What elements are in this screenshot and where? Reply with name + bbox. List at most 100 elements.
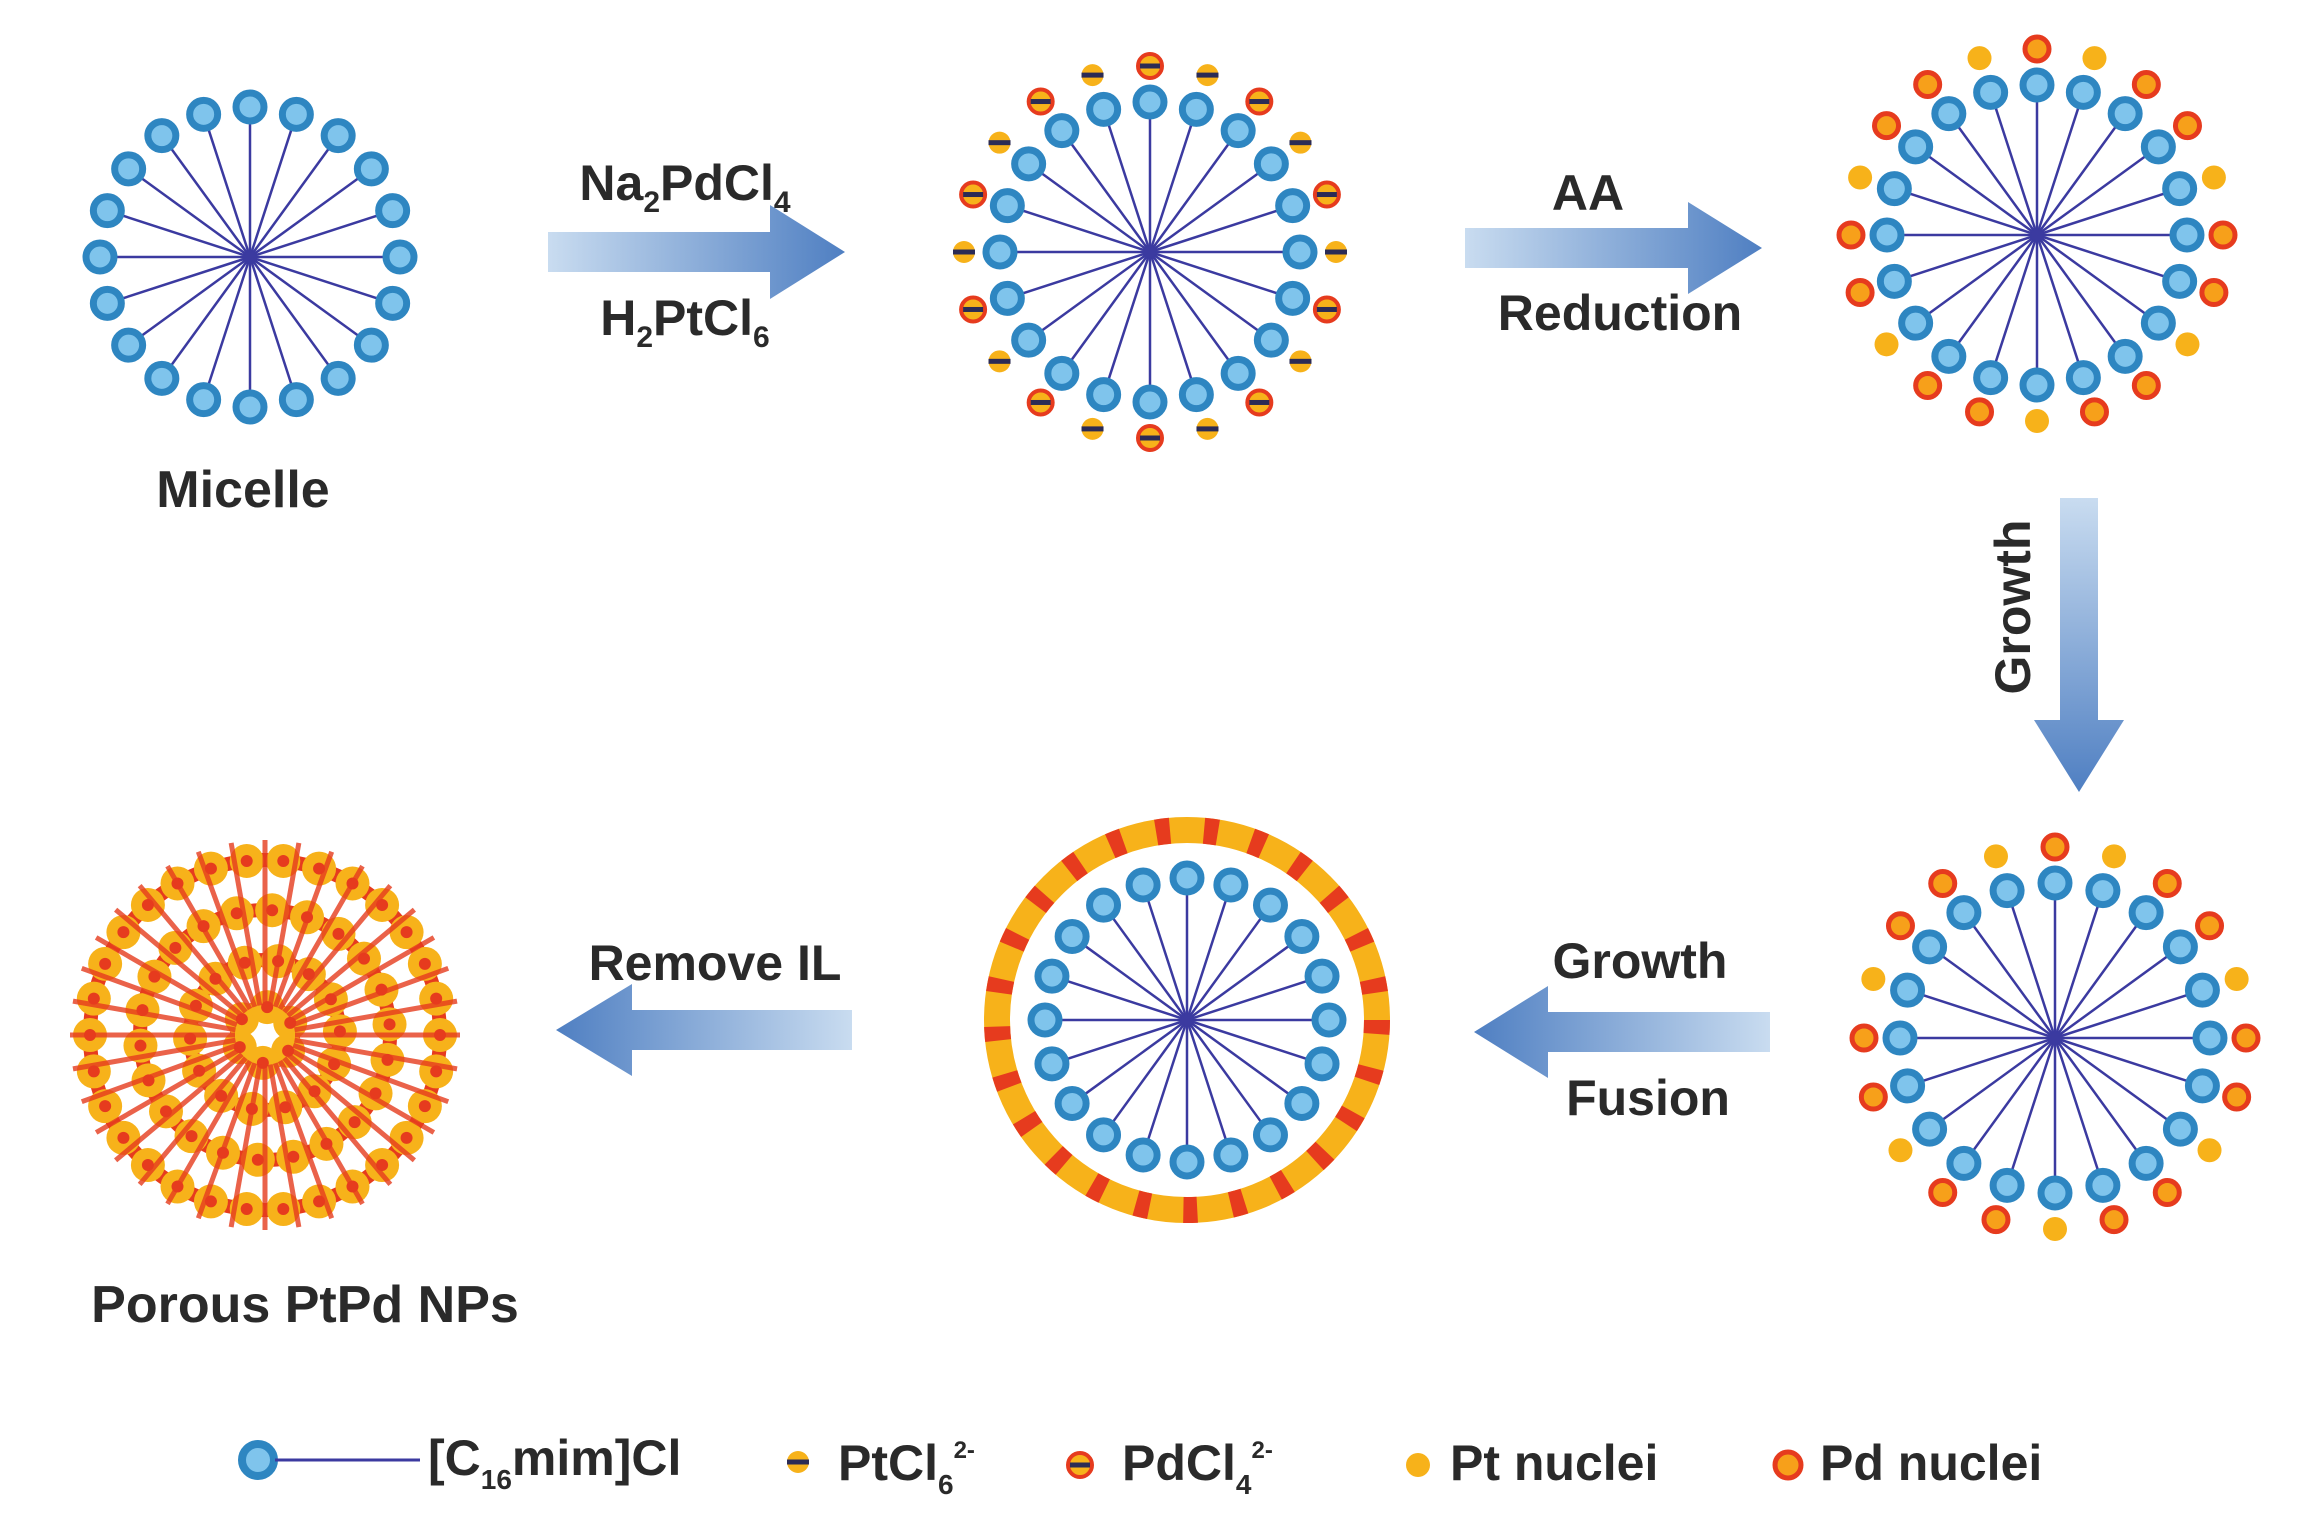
surfactant-head (982, 234, 1018, 270)
surfactant-tail (1084, 1018, 1188, 1096)
surfactant-head (1946, 1145, 1982, 1181)
surfactant-head (2162, 263, 2198, 299)
surfactant-tail (2053, 924, 2138, 1039)
pd-nucleus-icon (1913, 370, 1943, 400)
pd-bridge (272, 1062, 335, 1220)
surfactant-head (1169, 860, 1205, 896)
surfactant-tail (1909, 233, 2038, 278)
surfactant-tail (1066, 979, 1188, 1022)
surfactant-tail (2054, 993, 2188, 1040)
surfactant-head (1086, 377, 1122, 413)
pd-bridge (137, 884, 248, 1014)
surfactant-head (1178, 91, 1214, 127)
surfactant-head (144, 118, 180, 154)
legend-ptcl6-label: PtCl62- (838, 1435, 975, 1500)
pd-bridge (114, 1052, 244, 1163)
surfactant-tail (2036, 155, 2147, 237)
micelle-core (1144, 246, 1156, 258)
pdcl4-ion-icon (1245, 388, 1274, 417)
pd-grain (277, 854, 290, 867)
surfactant-head (2019, 67, 2055, 103)
surfactant-tail (170, 147, 252, 258)
pd-bridge (289, 1047, 436, 1135)
pd-bridge (267, 842, 302, 1006)
pt-nucleus-icon (2197, 1138, 2222, 1163)
surfactant-head (2192, 1020, 2228, 1056)
surfactant-head (2162, 1111, 2198, 1147)
surfactant-head (1284, 919, 1320, 955)
surfactant-head (1011, 146, 1047, 182)
pd-bridge (80, 1042, 238, 1105)
pd-bridge (165, 1059, 253, 1206)
pd-grain (266, 904, 279, 917)
surfactant-tail (1066, 1018, 1188, 1061)
pd-bridge (294, 998, 458, 1033)
surfactant-tail (2054, 1036, 2169, 1121)
surfactant-head (2037, 1175, 2073, 1211)
pt-nucleus-icon (2043, 1217, 2067, 1241)
surfactant-tail (248, 256, 330, 367)
pd-grain (348, 1116, 361, 1129)
pdcl4-ion-icon (959, 180, 988, 209)
ptcl6-ion-icon (1289, 131, 1312, 154)
surfactant-head (1973, 74, 2009, 110)
legend-pt-nuclei-label: Pt nuclei (1450, 1435, 1658, 1491)
surfactant-head (1898, 129, 1934, 165)
micelle-core (2031, 229, 2043, 241)
surfactant-tail (2054, 955, 2169, 1040)
pd-bridge (277, 864, 365, 1011)
surfactant-head (2019, 367, 2055, 403)
surfactant-head (1890, 972, 1926, 1008)
pt-nucleus-icon (2201, 165, 2226, 190)
ptcl6-ion-icon (1289, 350, 1312, 373)
precursor-adsorbed-micelle (953, 52, 1347, 452)
pd-bridge (72, 998, 236, 1033)
surfactant-head (375, 285, 411, 321)
pd-grain (430, 992, 443, 1005)
pd-nucleus-icon (1885, 911, 1915, 941)
surfactant-head (1220, 355, 1256, 391)
surfactant-tail (249, 177, 360, 259)
pd-bridge (286, 1052, 416, 1163)
surfactant-head (2184, 1068, 2220, 1104)
pd-bridge (272, 850, 335, 1008)
surfactant-tail (1941, 1036, 2056, 1121)
surfactant-head (1989, 873, 2025, 909)
pd-grain (99, 957, 112, 970)
pd-bridge (292, 965, 450, 1028)
surfactant-tail (1148, 124, 1193, 253)
pdcl4-ion-icon (1312, 295, 1341, 324)
pd-grain (169, 941, 182, 954)
surfactant-tail (1185, 899, 1228, 1021)
surfactant-head (1213, 867, 1249, 903)
surfactant-head (82, 239, 118, 275)
surfactant-head (1027, 1002, 1063, 1038)
pd-nucleus-icon (2208, 220, 2238, 250)
legend-surfactant: [C16mim]Cl (238, 1430, 681, 1495)
pd-grain (87, 992, 100, 1005)
pd-grain (418, 1100, 431, 1113)
surfactant-head (1898, 305, 1934, 341)
surfactant-tail (2035, 125, 2117, 236)
pd-grain (430, 1065, 443, 1078)
pt-nucleus-icon (1983, 844, 2008, 869)
pd-grain (418, 957, 431, 970)
pd-nucleus-icon (1872, 111, 1902, 141)
surfactant-tail (1185, 1019, 1263, 1123)
pd-bridge (165, 864, 253, 1011)
surfactant-head (353, 327, 389, 363)
pt-nucleus-icon (2102, 844, 2127, 869)
surfactant-head (2169, 217, 2205, 253)
surfactant-head (2065, 74, 2101, 110)
pd-bridge (137, 1056, 248, 1186)
surfactant-tail (1186, 1018, 1308, 1061)
pdcl4-ion-icon (1026, 388, 1055, 417)
surfactant-head (1931, 96, 1967, 132)
surfactant-tail (2036, 233, 2165, 278)
surfactant-head (1125, 1137, 1161, 1173)
surfactant-tail (1186, 979, 1308, 1022)
nucleated-micelle (1836, 34, 2238, 433)
ptcl6-ion-icon (1196, 64, 1219, 87)
pd-bridge (228, 842, 263, 1006)
